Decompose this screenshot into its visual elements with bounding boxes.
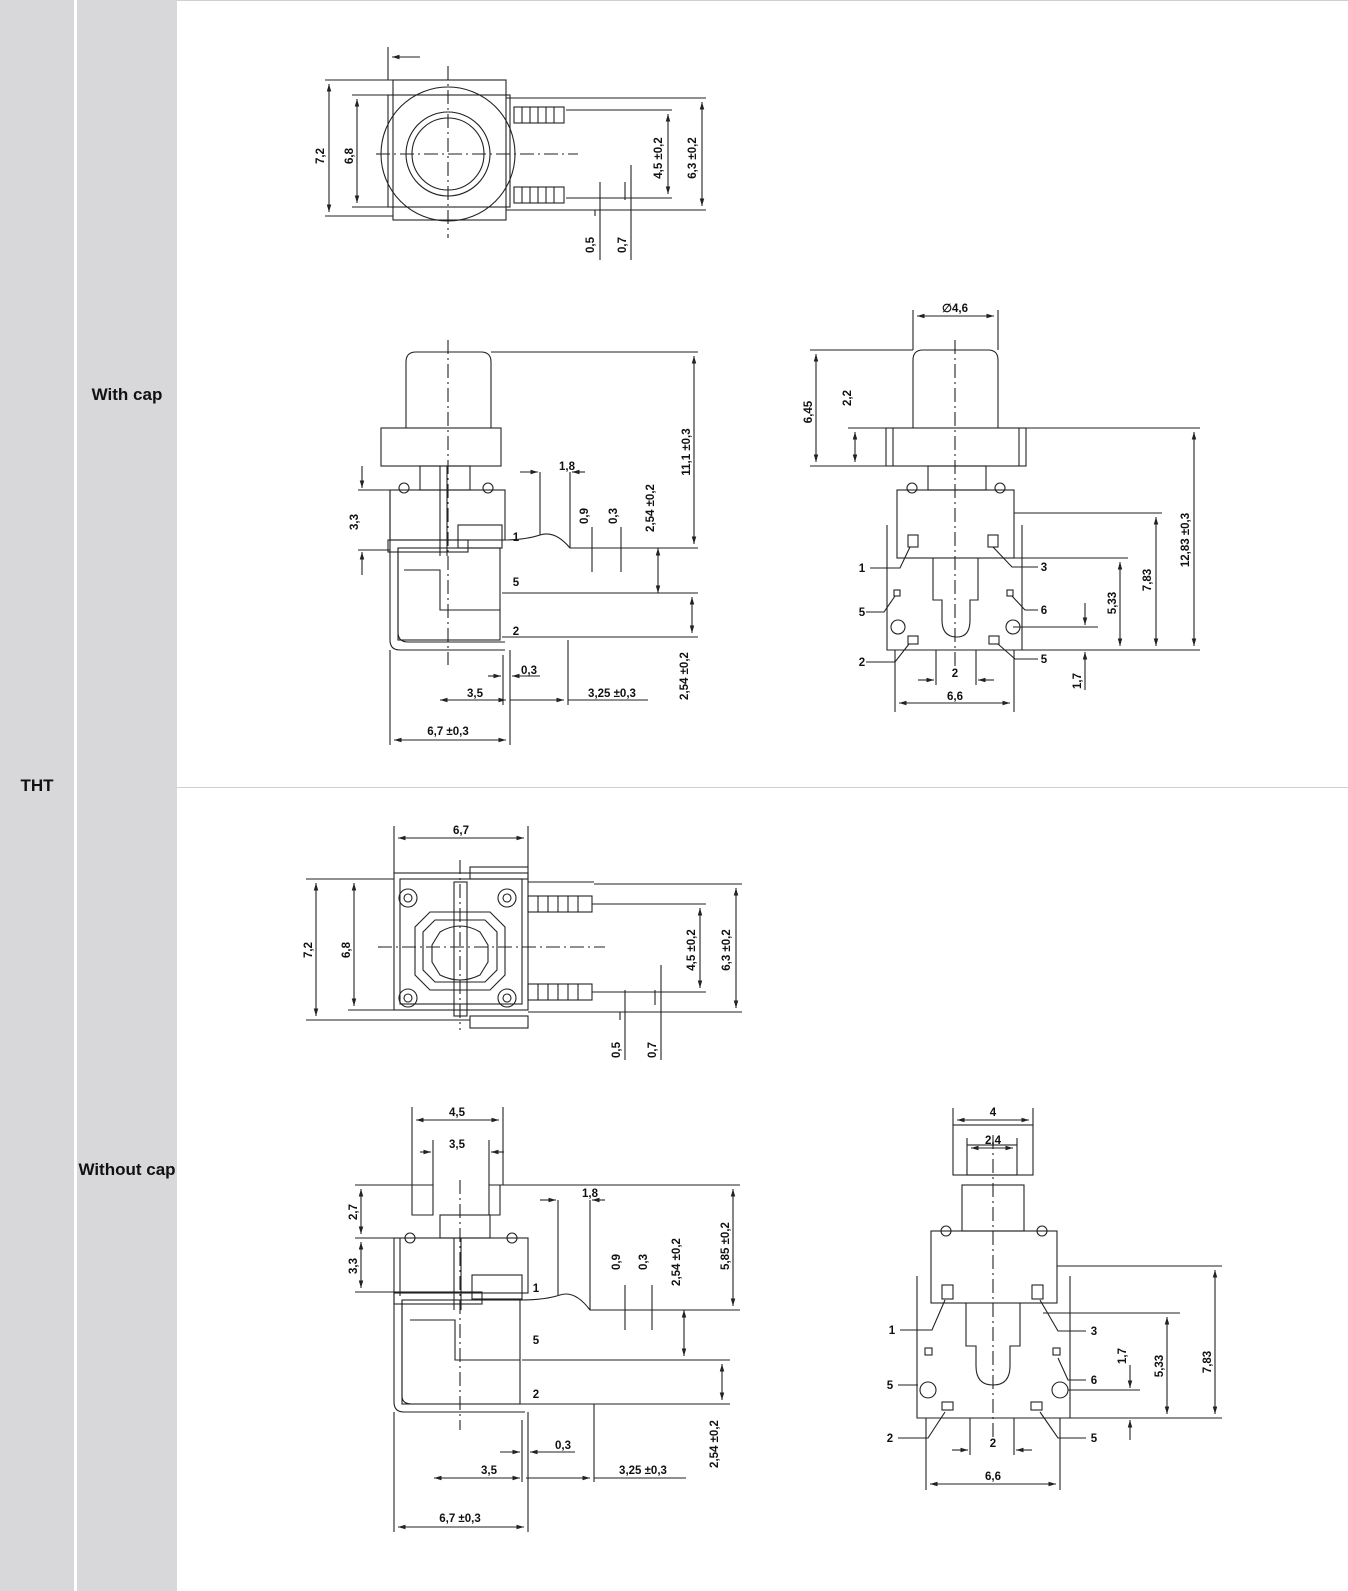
without-cap-top-view: 6,7 7,2 6,8 4,5 ±0,2 6,3 ±0,2 0,5 0,7	[303, 825, 742, 1060]
dim-5-85: 5,85 ±0,2	[720, 1222, 732, 1270]
variant-label-without-cap: Without cap	[78, 1160, 176, 1179]
dim-0-3: 0,3	[638, 1254, 650, 1270]
dim-3-5: 3,5	[467, 688, 484, 700]
pin-5-label: 5	[533, 1335, 540, 1347]
dim-diameter-4-6: ∅4,6	[942, 303, 968, 315]
dim-7-83: 7,83	[1202, 1351, 1214, 1373]
dim-0-7: 0,7	[647, 1042, 659, 1058]
dim-11-1: 11,1 ±0,3	[681, 428, 693, 475]
mounting-column	[0, 0, 74, 1591]
pin-1-label: 1	[859, 563, 866, 575]
dim-7-83: 7,83	[1142, 569, 1154, 591]
row-divider-top	[177, 0, 1348, 1]
with-cap-side-view: 1,8 11,1 ±0,3 3,3 0,9 0,3 2,54 ±0,2 2,54…	[349, 340, 698, 745]
pin-1-label: 1	[513, 532, 520, 544]
pin-6-label: 6	[1091, 1375, 1097, 1387]
dim-4-5: 4,5 ±0,2	[686, 929, 698, 970]
dim-4-5: 4,5 ±0,2	[653, 137, 665, 178]
dim-3-3: 3,3	[349, 514, 361, 530]
dim-6-6: 6,6	[947, 691, 963, 703]
dim-6-3: 6,3 ±0,2	[721, 929, 733, 970]
dim-2-54-bottom: 2,54 ±0,2	[679, 652, 691, 700]
dim-7-2: 7,2	[303, 942, 315, 958]
dim-0-5: 0,5	[611, 1041, 623, 1058]
pin-6-label: 6	[1041, 605, 1047, 617]
dim-0-3-bottom: 0,3	[521, 665, 537, 677]
dim-0-3-bottom: 0,3	[555, 1440, 571, 1452]
dim-6-8: 6,8	[341, 941, 353, 958]
pin-5-label-right: 5	[1091, 1433, 1098, 1445]
dim-0-5: 0,5	[585, 236, 597, 253]
dim-2-54-top: 2,54 ±0,2	[645, 484, 657, 532]
dim-12-83: 12,83 ±0,3	[1180, 513, 1192, 567]
dim-6-7: 6,7	[453, 825, 469, 837]
pin-1-label: 1	[533, 1283, 540, 1295]
without-cap-side-view: 4,5 3,5 1,8 2,7 3,3 0,9 0,3 2,54 ±0,2 5,…	[348, 1107, 740, 1532]
dim-5-33: 5,33	[1154, 1355, 1166, 1377]
dim-2: 2	[990, 1438, 996, 1450]
dim-1-7: 1,7	[1072, 673, 1084, 689]
dim-6-8: 6,8	[344, 147, 356, 164]
dim-0-3: 0,3	[608, 508, 620, 524]
dim-6-45: 6,45	[803, 400, 815, 423]
dim-3-25: 3,25 ±0,3	[619, 1465, 667, 1477]
dim-2: 2	[952, 668, 958, 680]
dim-1-8: 1,8	[582, 1188, 599, 1200]
with-cap-top-view: 7,2 6,8 4,5 ±0,2 6,3 ±0,2 0,5 0,7	[315, 47, 706, 260]
dim-6-7: 6,7 ±0,3	[439, 1513, 480, 1525]
row-divider-middle	[177, 787, 1348, 788]
pin-5-label: 5	[513, 577, 520, 589]
dim-3-25: 3,25 ±0,3	[588, 688, 636, 700]
dim-3-3: 3,3	[348, 1258, 360, 1274]
dim-6-7: 6,7 ±0,3	[427, 726, 468, 738]
pin-2-label: 2	[859, 657, 865, 669]
dim-2-2: 2,2	[842, 390, 854, 406]
dim-6-6: 6,6	[985, 1471, 1001, 1483]
pin-5-label-left: 5	[859, 607, 866, 619]
pin-3-label: 3	[1091, 1326, 1097, 1338]
pin-2-label: 2	[533, 1389, 539, 1401]
dim-0-9: 0,9	[611, 1254, 623, 1270]
dim-5-33: 5,33	[1107, 592, 1119, 614]
pin-1-label: 1	[889, 1325, 896, 1337]
dim-2-54-bottom: 2,54 ±0,2	[709, 1420, 721, 1468]
dim-7-2: 7,2	[315, 148, 327, 164]
dim-0-7: 0,7	[617, 237, 629, 253]
pin-5-label-right: 5	[1041, 654, 1048, 666]
dim-2-7: 2,7	[348, 1204, 360, 1220]
pin-2-label: 2	[513, 626, 519, 638]
variant-column	[77, 0, 177, 1591]
pin-2-label: 2	[887, 1433, 893, 1445]
mounting-label: THT	[20, 776, 54, 795]
pin-5-label-left: 5	[887, 1380, 894, 1392]
variant-label-with-cap: With cap	[91, 385, 163, 404]
dim-0-9: 0,9	[579, 508, 591, 524]
with-cap-front-view: ∅4,6 6,45 2,2 12,83 ±0,3 7,83 5,33 1,7 2…	[803, 303, 1200, 712]
without-cap-front-view: 4 2,4 1,7 5,33 7,83 2 6,6 1 3 5 6 2 5	[887, 1107, 1222, 1490]
dim-3-5-top: 3,5	[449, 1139, 466, 1151]
dim-2-54-top: 2,54 ±0,2	[671, 1238, 683, 1286]
dim-6-3: 6,3 ±0,2	[687, 137, 699, 178]
dim-3-5-bottom: 3,5	[481, 1465, 498, 1477]
dim-2-4: 2,4	[985, 1135, 1002, 1147]
pin-3-label: 3	[1041, 562, 1047, 574]
dim-1-7: 1,7	[1117, 1348, 1129, 1364]
dim-4-5: 4,5	[449, 1107, 466, 1119]
dim-4: 4	[990, 1107, 997, 1119]
dim-1-8: 1,8	[559, 461, 576, 473]
